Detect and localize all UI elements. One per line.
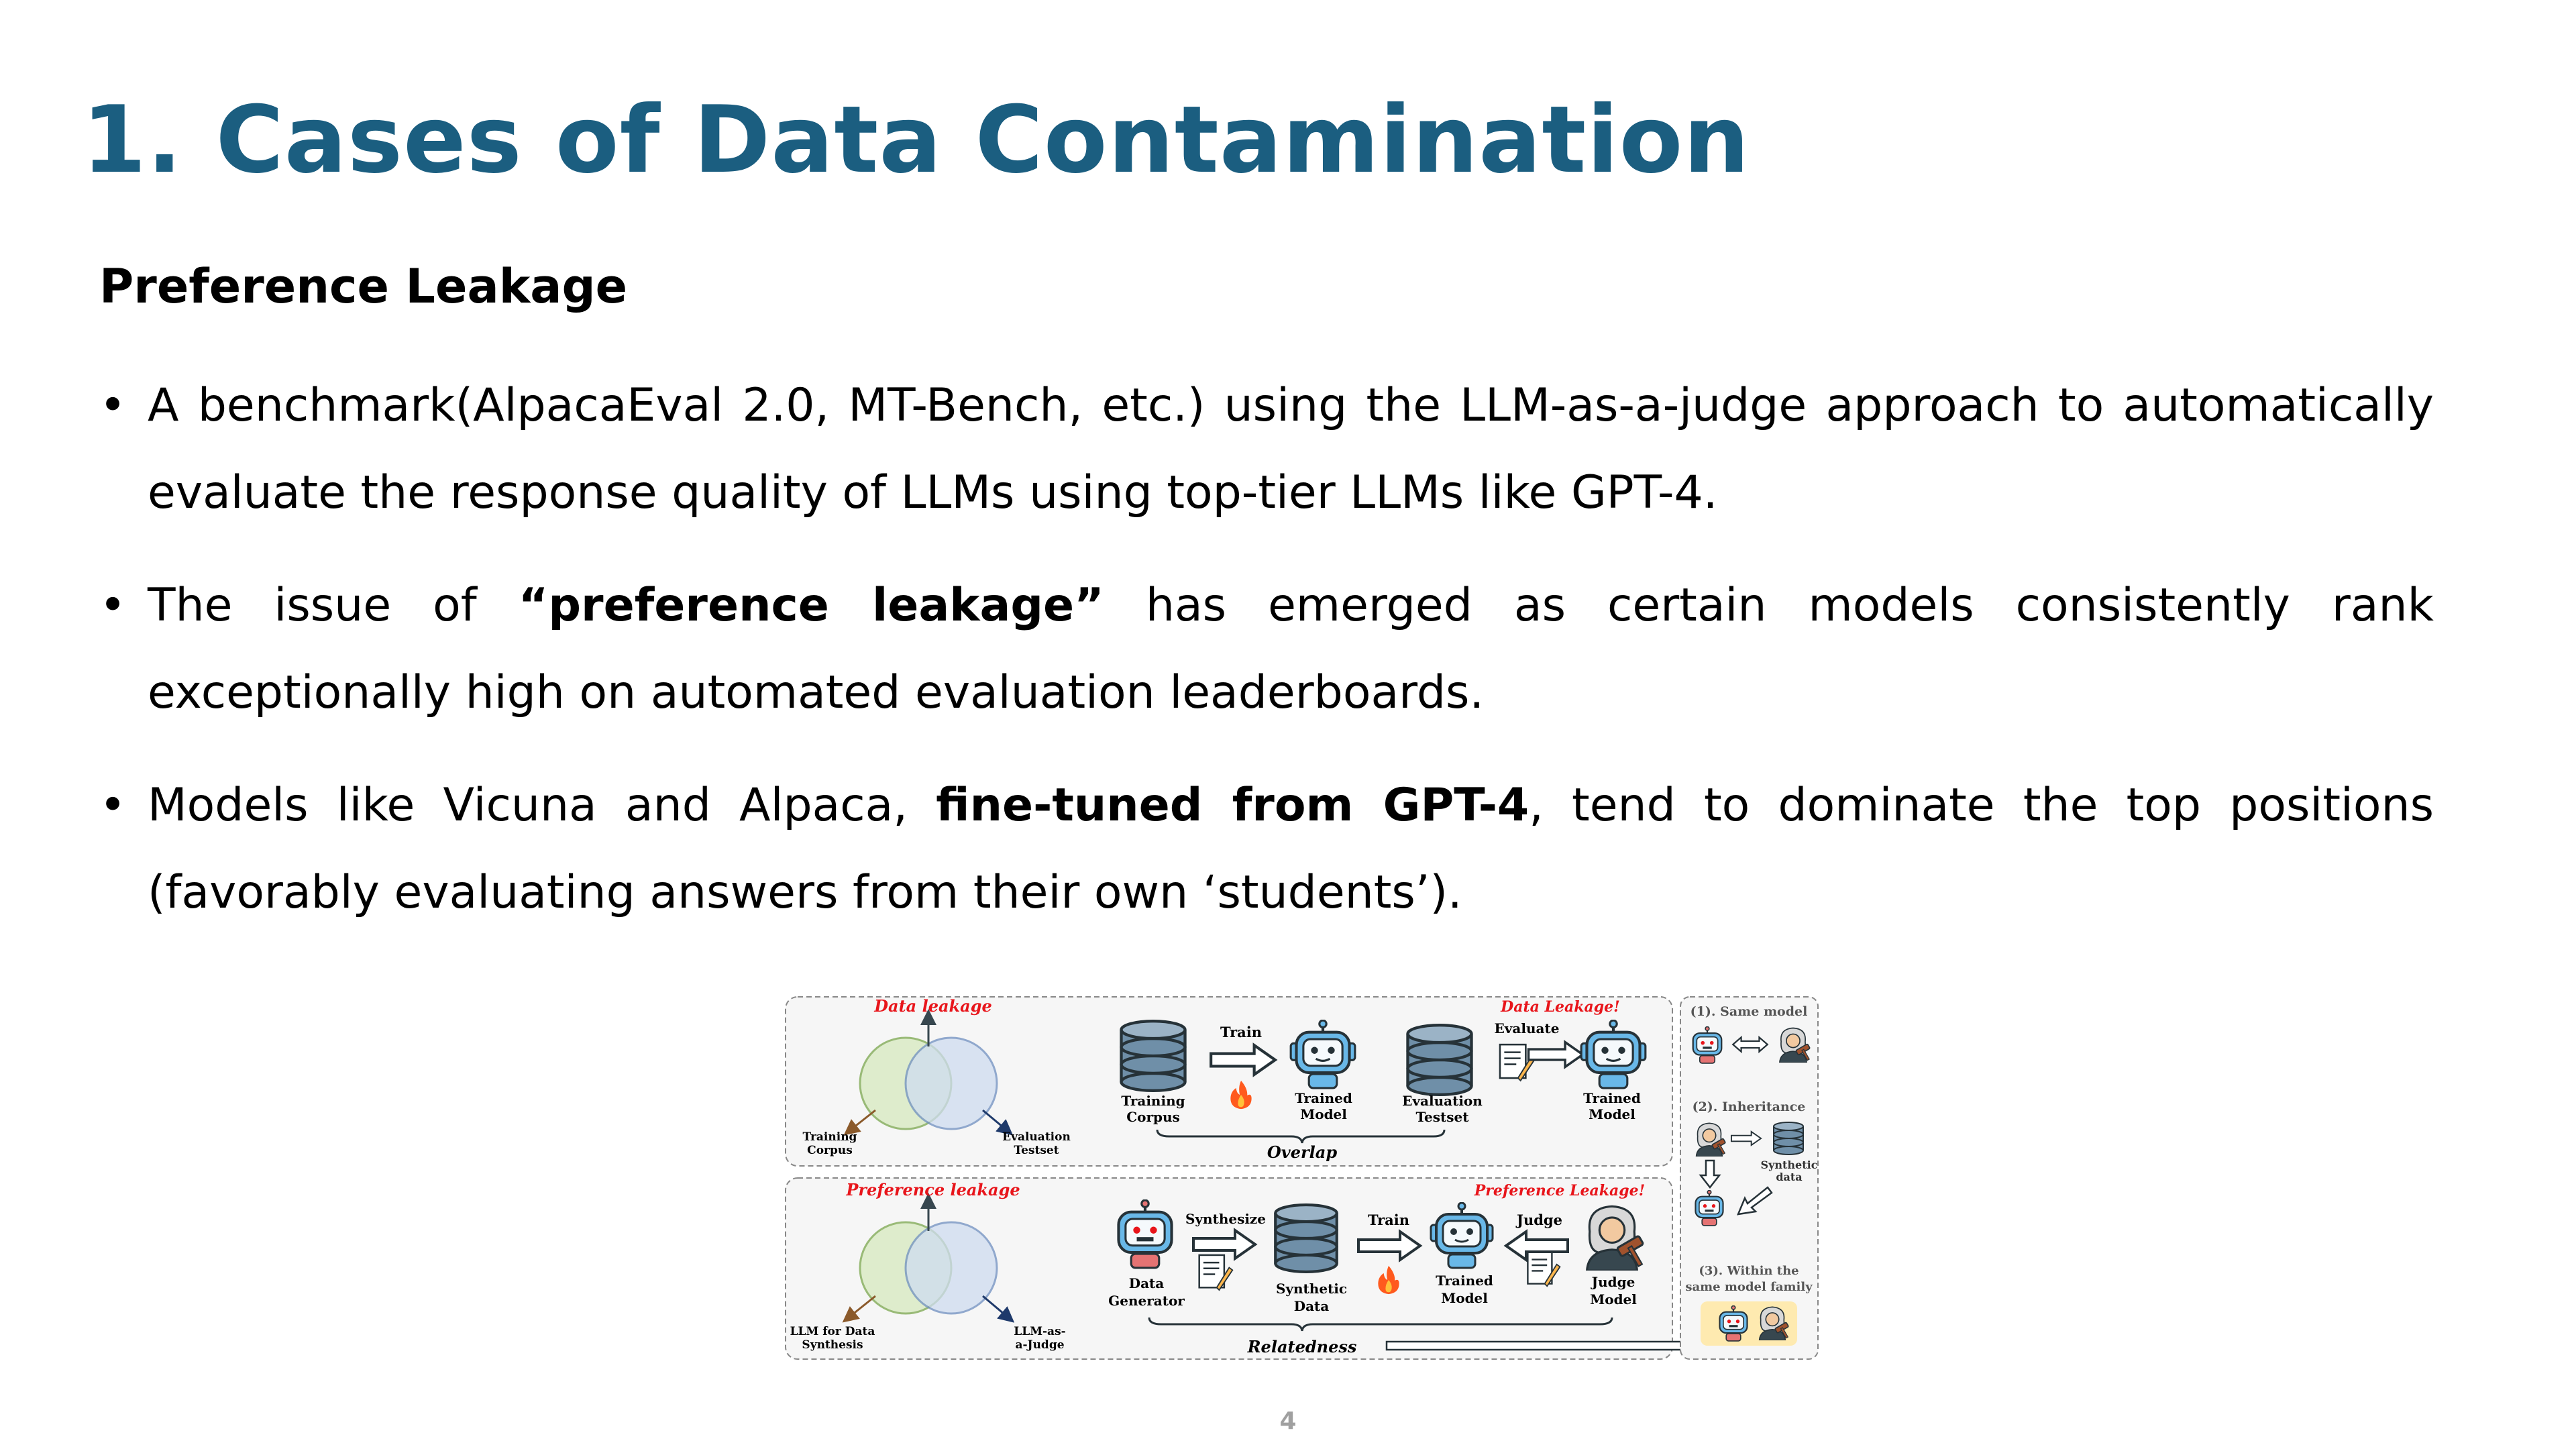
bottom-venn-diagram [842, 1193, 1015, 1323]
bullet-text-segment: A benchmark(AlpacaEval 2.0, MT-Bench, et… [148, 379, 2434, 519]
bullet-text: Models like Vicuna and Alpaca, fine-tune… [148, 762, 2434, 936]
overlap-label: Overlap [1267, 1142, 1337, 1162]
bullet-text-segment: The issue of [148, 579, 519, 632]
synthesize-label: Synthesize [1185, 1211, 1266, 1227]
relatedness-label: Relatedness [1247, 1337, 1357, 1356]
bullet-text-segment: , tend to dominate the top positions (fa… [148, 779, 2434, 919]
bullet-item: • A benchmark(AlpacaEval 2.0, MT-Bench, … [99, 362, 2434, 537]
bottom-right-set-label-1: LLM-as- [1014, 1325, 1065, 1338]
top-venn-label: Data leakage [873, 996, 992, 1016]
training-corpus-label-2: Corpus [1126, 1109, 1180, 1125]
top-left-set-label-1: Training [803, 1130, 857, 1144]
bullet-list: • A benchmark(AlpacaEval 2.0, MT-Bench, … [99, 362, 2434, 962]
bullet-text: A benchmark(AlpacaEval 2.0, MT-Bench, et… [148, 362, 2434, 537]
data-generator-label-1: Data [1129, 1275, 1165, 1291]
training-corpus-label-1: Training [1121, 1093, 1185, 1109]
side-panel-frame [1680, 996, 1819, 1360]
case-inheritance-label: (2). Inheritance [1693, 1099, 1806, 1114]
case-model-family-label-2: same model family [1685, 1280, 1813, 1294]
bullet-text-segment: has emerged as certain models consistent… [148, 579, 2434, 719]
section-heading: Preference Leakage [99, 259, 628, 314]
page-number: 4 [1279, 1407, 1297, 1435]
bottom-right-set-label-2: a-Judge [1015, 1338, 1064, 1352]
data-leakage-alert: Data Leakage! [1500, 998, 1620, 1016]
case-model-family-label-1: (3). Within the [1699, 1264, 1799, 1278]
synthetic-data-database-icon [1275, 1205, 1337, 1272]
side-database-icon [1772, 1122, 1805, 1155]
synthetic-data-label-2: Data [1294, 1298, 1330, 1314]
bottom-venn-label: Preference leakage [845, 1180, 1020, 1199]
preference-leakage-figure: Data leakage Training Corpus Evaluation … [785, 996, 1819, 1360]
train-label: Train [1220, 1024, 1262, 1040]
bullet-text-emphasis: “preference leakage” [518, 579, 1104, 632]
bullet-item: • The issue of “preference leakage” has … [99, 562, 2434, 737]
overlap-brace [1156, 1129, 1446, 1144]
top-right-set-label-2: Testset [1014, 1144, 1059, 1157]
bullet-dot-icon: • [99, 779, 127, 832]
judge-model-label-1: Judge [1591, 1274, 1635, 1290]
bullet-text-segment: Models like Vicuna and Alpaca, [148, 779, 936, 832]
top-left-set-label-2: Corpus [807, 1144, 853, 1157]
bottom-trained-model-label-1: Trained [1436, 1273, 1493, 1289]
relatedness-brace [1148, 1317, 1613, 1332]
side-synthetic-label-2: data [1776, 1171, 1802, 1183]
evaluation-testset-database-icon [1407, 1025, 1471, 1095]
judge-label: Judge [1515, 1212, 1562, 1228]
evaluation-testset-label-1: Evaluation [1402, 1093, 1483, 1109]
trained-model-label-2: Model [1300, 1106, 1347, 1122]
bottom-left-set-label-2: Synthesis [802, 1338, 863, 1352]
bottom-left-set-label-1: LLM for Data [790, 1325, 875, 1338]
top-right-set-label-1: Evaluation [1002, 1130, 1071, 1144]
slide-title: 1. Cases of Data Contamination [82, 86, 1750, 194]
bullet-item: • Models like Vicuna and Alpaca, fine-tu… [99, 762, 2434, 936]
case-same-model-label: (1). Same model [1690, 1004, 1808, 1019]
judge-model-label-2: Model [1590, 1291, 1637, 1307]
side-synthetic-label-1: Synthetic [1761, 1159, 1818, 1171]
bullet-text: The issue of “preference leakage” has em… [148, 562, 2434, 737]
bullet-dot-icon: • [99, 579, 127, 632]
bottom-trained-model-label-2: Model [1441, 1290, 1488, 1306]
trained-model-label-1: Trained [1295, 1090, 1352, 1106]
synthetic-data-label-1: Synthetic [1276, 1281, 1347, 1297]
trained-model-2-label-1: Trained [1583, 1090, 1641, 1106]
side-diagonal-arrow-icon [1736, 1186, 1773, 1216]
training-corpus-database-icon [1121, 1021, 1185, 1091]
top-venn-diagram [843, 1009, 1014, 1136]
side-down-arrow-icon [1699, 1159, 1721, 1189]
bottom-train-label: Train [1368, 1212, 1409, 1228]
trained-model-2-label-2: Model [1589, 1106, 1635, 1122]
preference-leakage-alert: Preference Leakage! [1474, 1182, 1645, 1199]
evaluate-label: Evaluate [1495, 1020, 1560, 1036]
bullet-text-emphasis: fine-tuned from GPT-4 [936, 779, 1529, 832]
data-generator-label-2: Generator [1108, 1293, 1185, 1309]
bullet-dot-icon: • [99, 379, 127, 432]
evaluation-testset-label-2: Testset [1415, 1109, 1469, 1125]
